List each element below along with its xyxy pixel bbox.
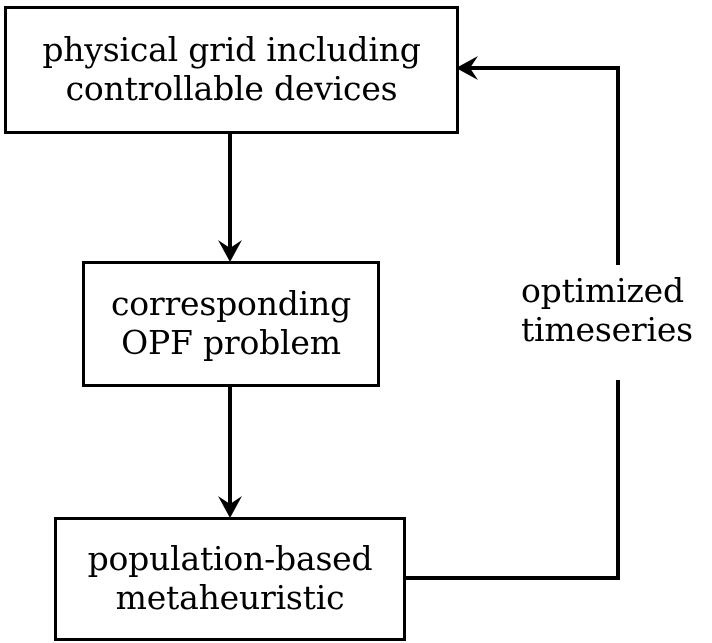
node-physical-grid-label: physical grid including controllable dev… (42, 30, 421, 108)
edge-metaheuristic-to-grid (404, 56, 620, 580)
node-metaheuristic-label: population-based metaheuristic (87, 539, 373, 617)
edge-grid-to-opf (218, 134, 242, 262)
edge-label-optimized-timeseries: optimized timeseries (521, 271, 693, 349)
arrowhead-down-metaheuristic (218, 496, 242, 518)
node-physical-grid: physical grid including controllable dev… (4, 6, 459, 134)
node-opf-problem: corresponding OPF problem (82, 261, 380, 387)
node-metaheuristic: population-based metaheuristic (54, 517, 406, 641)
arrowhead-down-opf (218, 240, 242, 262)
arrowhead-left-grid (456, 56, 478, 80)
edge-opf-to-metaheuristic (218, 387, 242, 518)
node-opf-problem-label: corresponding OPF problem (110, 284, 352, 362)
